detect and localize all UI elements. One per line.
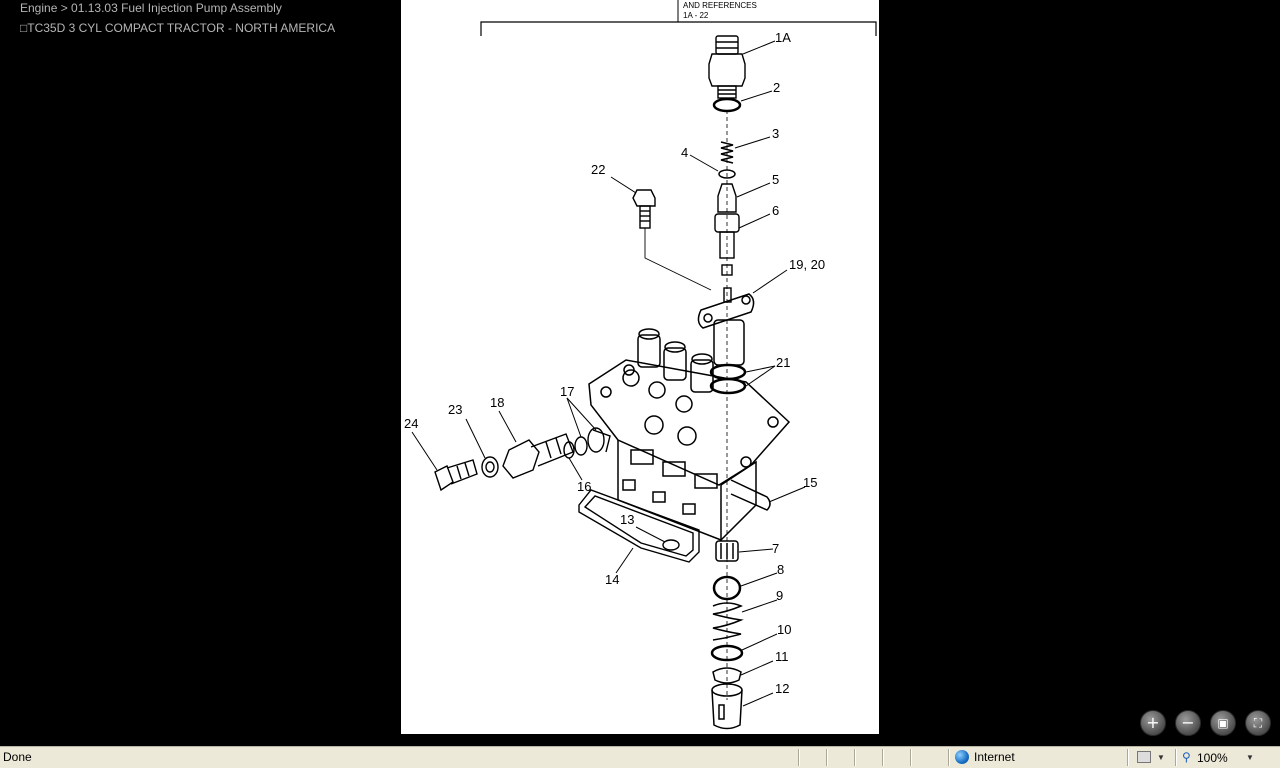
callout-17: 17 <box>560 384 574 399</box>
model-subtitle: □TC35D 3 CYL COMPACT TRACTOR - NORTH AME… <box>20 21 336 35</box>
zoom-out-button[interactable]: − <box>1175 710 1201 736</box>
callout-24: 24 <box>404 416 418 431</box>
pump-body <box>588 328 791 562</box>
callout-12: 12 <box>775 681 789 696</box>
fit-icon: ⛶ <box>1253 716 1263 730</box>
callout-6: 6 <box>772 203 779 218</box>
part-8 <box>712 575 742 601</box>
status-divider <box>826 749 827 766</box>
callout-16: 16 <box>577 479 591 494</box>
callout-22: 22 <box>591 162 605 177</box>
part-24 <box>434 459 478 492</box>
zoom-level[interactable]: 100% <box>1197 751 1228 765</box>
callout-21: 21 <box>776 355 790 370</box>
callout-10: 10 <box>777 622 791 637</box>
status-divider <box>882 749 883 766</box>
diagram-header-line2: 1A - 22 <box>683 11 709 20</box>
callout-7: 7 <box>772 541 779 556</box>
status-divider <box>854 749 855 766</box>
chevron-down-icon[interactable]: ▼ <box>1157 753 1165 762</box>
part-14 <box>578 489 700 563</box>
leader-lines <box>411 40 806 707</box>
plus-icon: + <box>1146 713 1160 732</box>
part-4 <box>718 169 736 179</box>
part-13 <box>662 539 680 551</box>
part-3 <box>720 141 734 164</box>
part-22 <box>632 189 712 291</box>
callout-13: 13 <box>620 512 634 527</box>
part-18 <box>502 433 574 479</box>
callout-11: 11 <box>775 649 789 664</box>
diagram-header-line1: AND REFERENCES <box>683 1 757 10</box>
status-divider <box>798 749 799 766</box>
callout-8: 8 <box>777 562 784 577</box>
part-5 <box>717 183 737 213</box>
part-1a <box>708 35 746 99</box>
callout-15: 15 <box>803 475 817 490</box>
save-button[interactable]: ▣ <box>1210 710 1236 736</box>
part-10 <box>710 644 744 662</box>
callout-18: 18 <box>490 395 504 410</box>
zoom-in-button[interactable]: + <box>1140 710 1166 736</box>
part-12 <box>711 683 743 730</box>
chevron-down-icon[interactable]: ▼ <box>1246 753 1254 762</box>
status-bar: Done Internet ▼ ⚲ 100% ▼ <box>0 746 1280 768</box>
callout-4: 4 <box>681 145 688 160</box>
fit-to-window-button[interactable]: ⛶ <box>1245 710 1271 736</box>
callout-2: 2 <box>773 80 780 95</box>
save-icon: ▣ <box>1217 716 1229 730</box>
status-divider <box>948 749 949 766</box>
callout-9: 9 <box>776 588 783 603</box>
protected-mode-icon[interactable] <box>1137 751 1151 763</box>
exploded-view-drawing: AND REFERENCES 1A - 22 <box>411 0 877 730</box>
status-divider <box>910 749 911 766</box>
image-viewer: Engine > 01.13.03 Fuel Injection Pump As… <box>20 0 1271 736</box>
callout-14: 14 <box>605 572 619 587</box>
part-11 <box>712 667 742 684</box>
part-23 <box>481 456 499 478</box>
callout-3: 3 <box>772 126 779 141</box>
status-divider <box>1175 749 1176 766</box>
zone-label: Internet <box>974 750 1015 764</box>
part-2 <box>712 97 742 113</box>
minus-icon: − <box>1181 713 1195 732</box>
part-6 <box>714 213 740 303</box>
callout-23: 23 <box>448 402 462 417</box>
breadcrumb: Engine > 01.13.03 Fuel Injection Pump As… <box>20 1 282 15</box>
status-divider <box>1127 749 1128 766</box>
callout-5: 5 <box>772 172 779 187</box>
parts-diagram: AND REFERENCES 1A - 22 <box>401 0 879 734</box>
callout-1a: 1A <box>775 30 791 45</box>
magnifier-icon: ⚲ <box>1182 750 1191 764</box>
globe-icon <box>955 750 969 764</box>
status-text: Done <box>3 750 32 764</box>
callout-19-20: 19, 20 <box>789 257 825 272</box>
part-9 <box>712 602 744 641</box>
